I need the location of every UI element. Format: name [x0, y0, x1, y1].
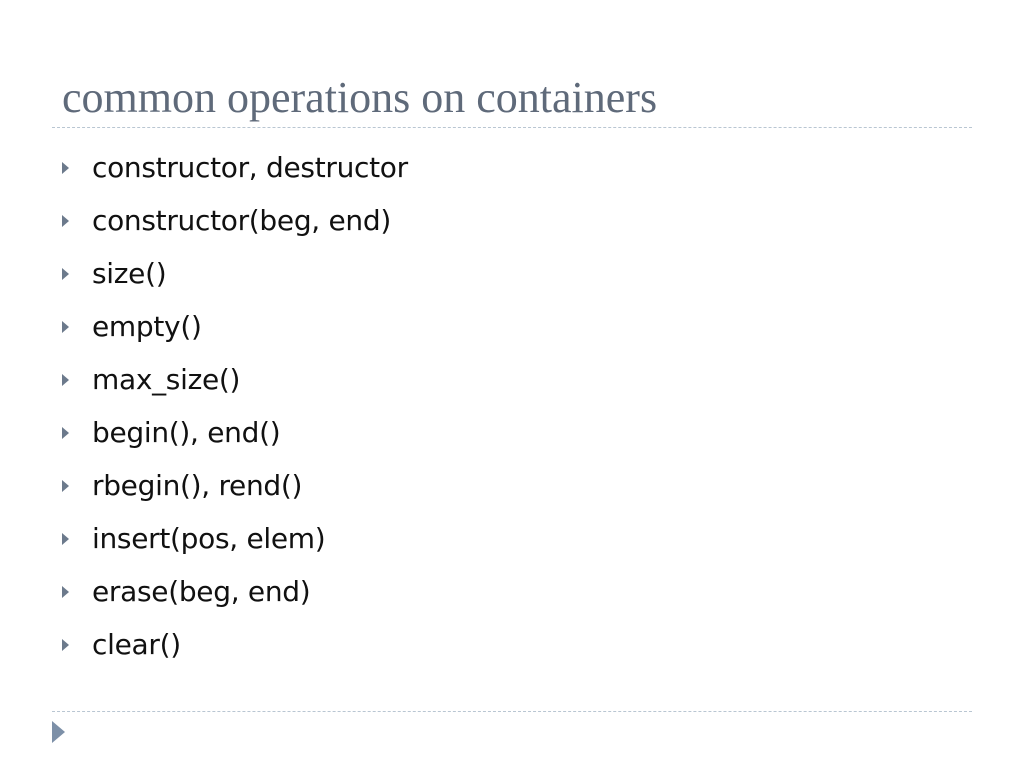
- list-item: erase(beg, end): [62, 565, 408, 618]
- triangle-right-icon: [62, 585, 69, 598]
- footer-triangle-icon: [52, 721, 65, 743]
- triangle-right-icon: [62, 426, 69, 439]
- list-item: empty(): [62, 300, 408, 353]
- bullet-list: constructor, destructor constructor(beg,…: [62, 141, 408, 671]
- slide-title: common operations on containers: [62, 73, 658, 122]
- list-item: begin(), end(): [62, 406, 408, 459]
- list-item: size(): [62, 247, 408, 300]
- list-item: max_size(): [62, 353, 408, 406]
- bullet-text: constructor, destructor: [92, 151, 408, 184]
- footer-divider: [52, 711, 972, 712]
- triangle-right-icon: [62, 161, 69, 174]
- bullet-text: rbegin(), rend(): [92, 469, 303, 502]
- triangle-right-icon: [62, 638, 69, 651]
- triangle-right-icon: [62, 373, 69, 386]
- bullet-text: constructor(beg, end): [92, 204, 391, 237]
- triangle-right-icon: [62, 267, 69, 280]
- list-item: constructor, destructor: [62, 141, 408, 194]
- triangle-right-icon: [62, 214, 69, 227]
- list-item: clear(): [62, 618, 408, 671]
- bullet-text: erase(beg, end): [92, 575, 311, 608]
- triangle-right-icon: [62, 320, 69, 333]
- triangle-right-icon: [62, 532, 69, 545]
- bullet-text: begin(), end(): [92, 416, 281, 449]
- title-divider: [52, 127, 972, 128]
- list-item: insert(pos, elem): [62, 512, 408, 565]
- list-item: constructor(beg, end): [62, 194, 408, 247]
- bullet-text: clear(): [92, 628, 181, 661]
- bullet-text: size(): [92, 257, 167, 290]
- list-item: rbegin(), rend(): [62, 459, 408, 512]
- bullet-text: insert(pos, elem): [92, 522, 326, 555]
- triangle-right-icon: [62, 479, 69, 492]
- bullet-text: empty(): [92, 310, 202, 343]
- bullet-text: max_size(): [92, 363, 241, 396]
